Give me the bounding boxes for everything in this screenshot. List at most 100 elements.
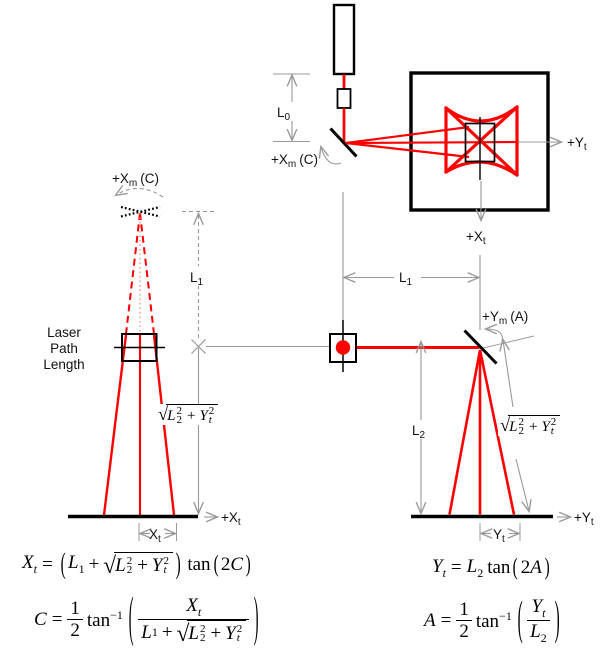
laser-path-label-3: Length	[43, 357, 84, 372]
mirror-axis-label-xm-top: +Xm(C)	[271, 152, 318, 170]
term: Y	[225, 623, 236, 645]
equals-sign: =	[440, 609, 452, 631]
sub: 2	[126, 564, 133, 576]
laser-tube	[332, 3, 356, 76]
denominator: 2	[67, 619, 83, 641]
equation-yt: Yt = L2 tan ( 2A )	[432, 554, 552, 581]
term: Y	[151, 555, 163, 576]
beam-shutter	[336, 88, 352, 109]
denominator: L2	[527, 620, 550, 645]
label-mask	[394, 266, 421, 286]
beam-ray-dashed	[139, 212, 155, 335]
mirror-axis-label-xm-left: +Xm(C)	[112, 171, 159, 189]
radical-sign: √	[103, 553, 117, 580]
beam-ray	[345, 141, 470, 159]
eq-argument: 2C	[220, 553, 244, 575]
yt-dimension	[479, 523, 521, 541]
term: L	[167, 407, 176, 424]
main-fraction: Yt L2	[527, 596, 550, 645]
radical-sign: √	[500, 414, 511, 435]
x-marker-line	[191, 339, 206, 354]
xt-dimension-label: Xt	[149, 527, 161, 545]
l1-dimension-label-left: L1	[190, 270, 204, 288]
left-beam-triangle	[102, 334, 176, 516]
hypotenuse-dimension-line	[499, 337, 514, 408]
label-mask	[408, 420, 433, 439]
term: Y	[199, 407, 208, 424]
beam-fan	[345, 125, 518, 159]
beam-ray	[478, 349, 516, 515]
xt-dimension	[138, 523, 178, 541]
beam-source-dot	[335, 340, 351, 355]
denominator: 2	[456, 620, 472, 642]
plus-sign: +	[210, 623, 222, 645]
yt-axis-label-right: +Yt	[574, 510, 594, 528]
laser-path-label-1: Laser	[47, 325, 81, 340]
sub: 1	[151, 624, 158, 639]
fold-mirror-right	[463, 329, 498, 365]
tan-function: tan	[187, 553, 211, 575]
open-paren: (	[513, 554, 519, 581]
yt-axis-label-top: +Yt	[567, 135, 587, 153]
sub: t	[236, 631, 240, 644]
plus-sign: +	[88, 553, 100, 575]
pattern-diagonal	[444, 105, 519, 174]
tan-function: tan	[487, 557, 511, 579]
sub: 2	[199, 631, 206, 644]
plus-sign: +	[137, 555, 148, 576]
sup: 2	[199, 622, 206, 635]
x-marker	[191, 339, 206, 354]
open-paren: (	[213, 550, 219, 577]
eq-term: L2	[466, 556, 484, 580]
radical-sign: √	[158, 403, 169, 424]
xt-axis-label-left: +Xt	[221, 510, 241, 528]
mirror-normal-line	[478, 335, 535, 350]
l2-dimension-label: L2	[412, 423, 426, 441]
numerator: Xt	[186, 595, 202, 619]
sub: t	[208, 414, 212, 426]
term: L	[115, 555, 126, 576]
xt-axis-label-top: +Xt	[466, 229, 486, 247]
open-paren: (	[60, 547, 66, 580]
term: Y	[541, 418, 550, 435]
eq-lhs: A	[424, 609, 436, 631]
sub: t	[550, 425, 554, 437]
mirror-ghost	[120, 205, 161, 218]
eq-lhs: C	[34, 608, 47, 630]
beam-ray	[152, 334, 176, 516]
l0-dimension-label: L0	[277, 105, 291, 123]
diverging-beam-dashed	[125, 212, 155, 335]
rotation-arc-dashed	[113, 184, 164, 198]
sup: 2	[163, 555, 170, 567]
beam-ray	[102, 334, 128, 516]
tan-inverse: tan−1	[86, 607, 123, 631]
yt-dimension-label: Yt	[493, 527, 505, 545]
open-paren: (	[517, 593, 523, 646]
sup: 2	[550, 416, 557, 428]
close-paren: )	[175, 547, 181, 580]
sup: 2	[126, 555, 133, 567]
sup: 2	[176, 405, 182, 417]
fold-mirror-top	[329, 127, 358, 158]
term: L	[188, 623, 199, 645]
